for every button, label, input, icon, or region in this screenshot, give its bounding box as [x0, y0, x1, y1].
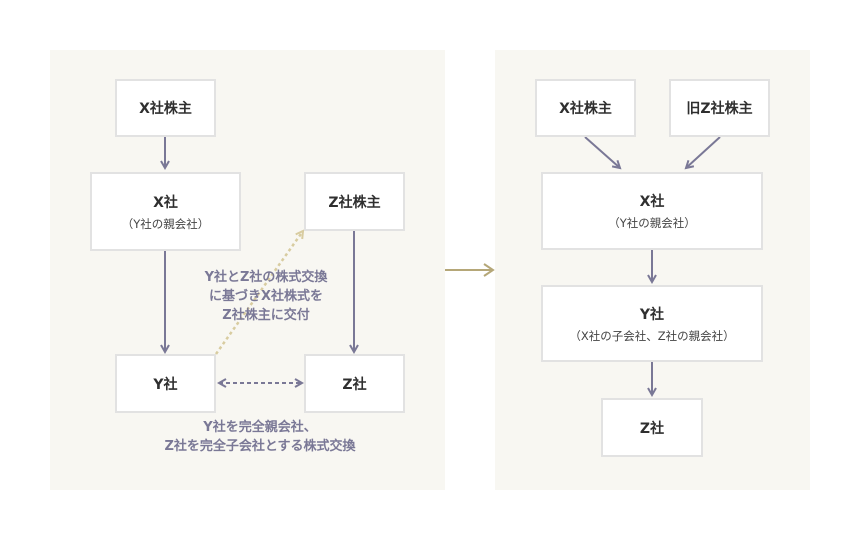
x-company-sublabel: （Y社の親会社） — [121, 216, 210, 231]
arrow-x-shares-delivery — [214, 231, 303, 355]
r-old-z-shareholders-label: 旧Z社株主 — [686, 101, 753, 117]
r-z-company-box: Z社 — [601, 398, 703, 457]
z-company-label: Z社 — [342, 376, 367, 393]
note-line: に基づきX社株式を — [208, 289, 324, 304]
r-y-company-sublabel: （X社の子会社、Z社の親会社） — [569, 328, 735, 343]
r-x-company-sublabel: （Y社の親会社） — [608, 216, 696, 230]
share-delivery-note: Y社とZ社の株式交換 に基づきX社株式を Z社株主に交付 — [186, 268, 346, 325]
r-old-z-shareholders-box: 旧Z社株主 — [669, 79, 770, 137]
z-company-box: Z社 — [304, 354, 405, 413]
r-x-company-box: X社 （Y社の親会社） — [541, 172, 763, 250]
note-line: Z社株主に交付 — [222, 308, 310, 323]
y-company-label: Y社 — [153, 376, 178, 393]
note-line: Y社とZ社の株式交換 — [204, 270, 328, 285]
r-x-shareholders-label: X社株主 — [559, 101, 612, 117]
x-company-label: X社 — [153, 194, 178, 211]
x-shareholders-box: X社株主 — [115, 79, 216, 137]
r-x-shareholders-box: X社株主 — [535, 79, 636, 137]
r-z-company-label: Z社 — [639, 420, 665, 437]
arrow-r-x-holders-to-x — [584, 136, 620, 168]
y-company-box: Y社 — [115, 354, 216, 413]
r-y-company-label: Y社 — [639, 306, 665, 323]
x-shareholders-label: X社株主 — [139, 101, 192, 117]
arrow-r-old-z-holders-to-x — [686, 136, 721, 168]
note-line: Z社を完全子会社とする株式交換 — [164, 439, 356, 454]
x-company-box: X社 （Y社の親会社） — [90, 172, 241, 251]
share-exchange-note: Y社を完全親会社、 Z社を完全子会社とする株式交換 — [140, 418, 380, 456]
r-x-company-label: X社 — [639, 194, 665, 210]
r-y-company-box: Y社 （X社の子会社、Z社の親会社） — [541, 285, 763, 362]
z-shareholders-box: Z社株主 — [304, 172, 405, 231]
note-line: Y社を完全親会社、 — [203, 420, 317, 435]
z-shareholders-label: Z社株主 — [328, 194, 381, 211]
